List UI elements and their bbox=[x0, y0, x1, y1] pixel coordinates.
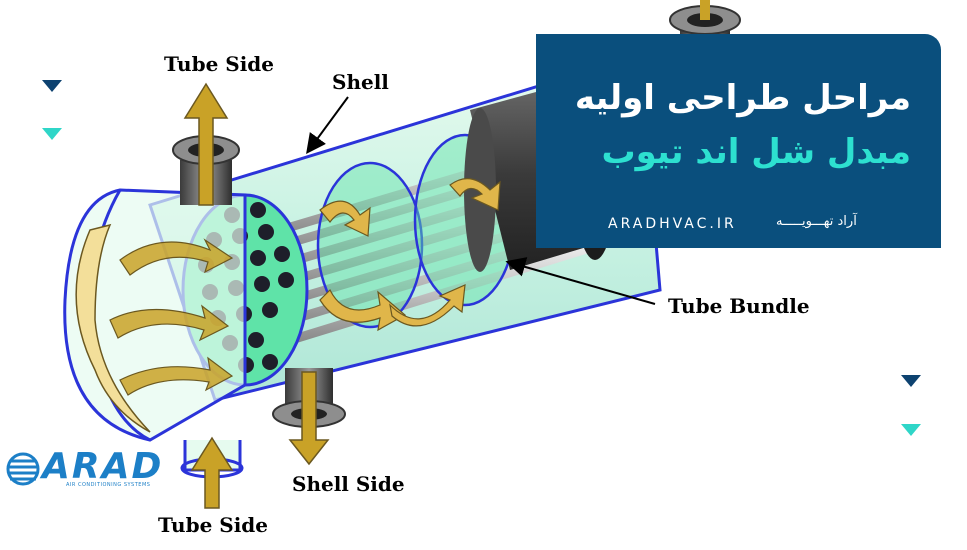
label-shell-side: Shell Side bbox=[292, 472, 405, 496]
logo-wordmark: ARAD bbox=[42, 446, 164, 487]
decor-triangle-icon bbox=[42, 128, 62, 140]
banner-title-line2: مبدل شل اند تیوب bbox=[601, 132, 911, 172]
label-tube-bundle: Tube Bundle bbox=[668, 294, 810, 318]
label-tube-side-top: Tube Side bbox=[164, 52, 275, 76]
decor-triangle-icon bbox=[901, 375, 921, 387]
arad-logo: ARAD AIR CONDITIONING SYSTEMS bbox=[6, 446, 161, 492]
tube-outlet-nozzle bbox=[180, 436, 244, 509]
title-banner: مراحل طراحی اولیه مبدل شل اند تیوب ARADH… bbox=[536, 34, 941, 248]
logo-mark-icon bbox=[6, 452, 40, 486]
banner-brand: آراد تهـــویـــــه bbox=[776, 214, 857, 229]
banner-website[interactable]: ARADHVAC.IR bbox=[608, 216, 737, 232]
logo-tagline: AIR CONDITIONING SYSTEMS bbox=[66, 482, 151, 488]
tube-inlet-nozzle bbox=[172, 82, 240, 206]
decor-triangle-icon bbox=[901, 424, 921, 436]
shell-outlet-nozzle bbox=[272, 368, 346, 466]
tube-flow-arrows bbox=[109, 238, 234, 396]
tube-bundle-leader-line bbox=[505, 257, 656, 305]
banner-title-line1: مراحل طراحی اولیه bbox=[574, 78, 911, 118]
label-shell: Shell bbox=[332, 70, 389, 94]
label-tube-side-bottom: Tube Side bbox=[158, 513, 269, 537]
decor-triangle-icon bbox=[42, 80, 62, 92]
shell-leader-line bbox=[306, 96, 349, 155]
shell-flow-arrows bbox=[319, 178, 501, 332]
